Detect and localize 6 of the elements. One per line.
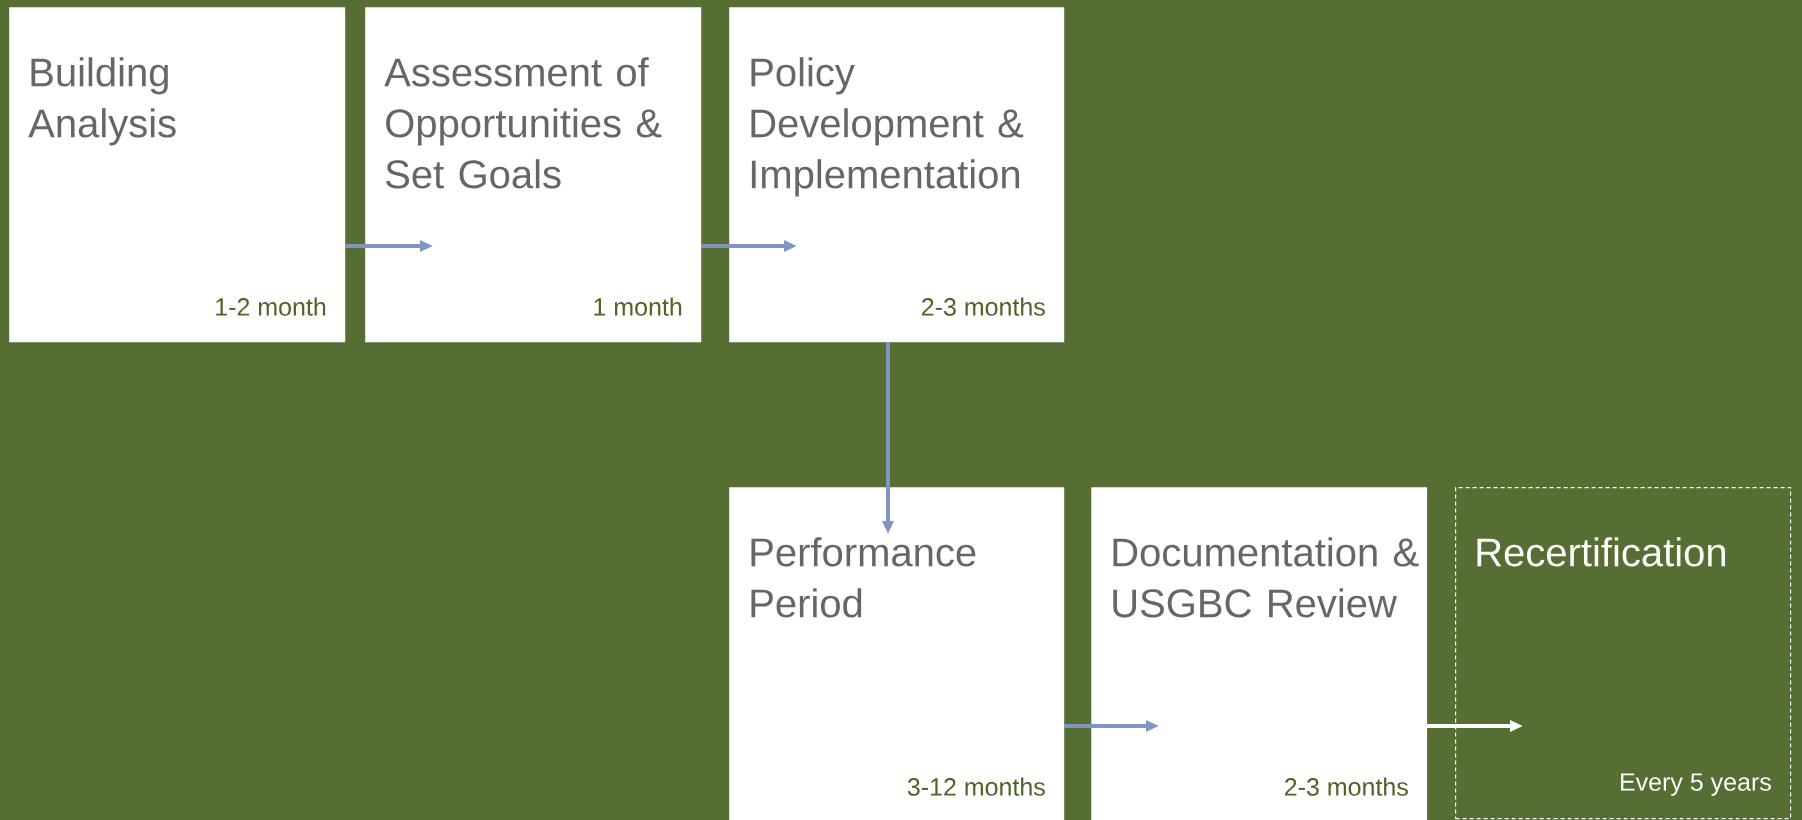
- process-box: Documentation & USGBC Review 2-3 months: [1091, 487, 1428, 820]
- process-box: Policy Development & Implementation 2-3 months: [729, 7, 1065, 343]
- process-box: Performance Period 3-12 months: [729, 487, 1065, 820]
- process-box: Building Analysis 1-2 month: [9, 7, 346, 343]
- dashed-box: Recertification Every 5 years: [1455, 487, 1792, 820]
- process-box: Assessment of Opportunities & Set Goals 1 month: [365, 7, 702, 343]
